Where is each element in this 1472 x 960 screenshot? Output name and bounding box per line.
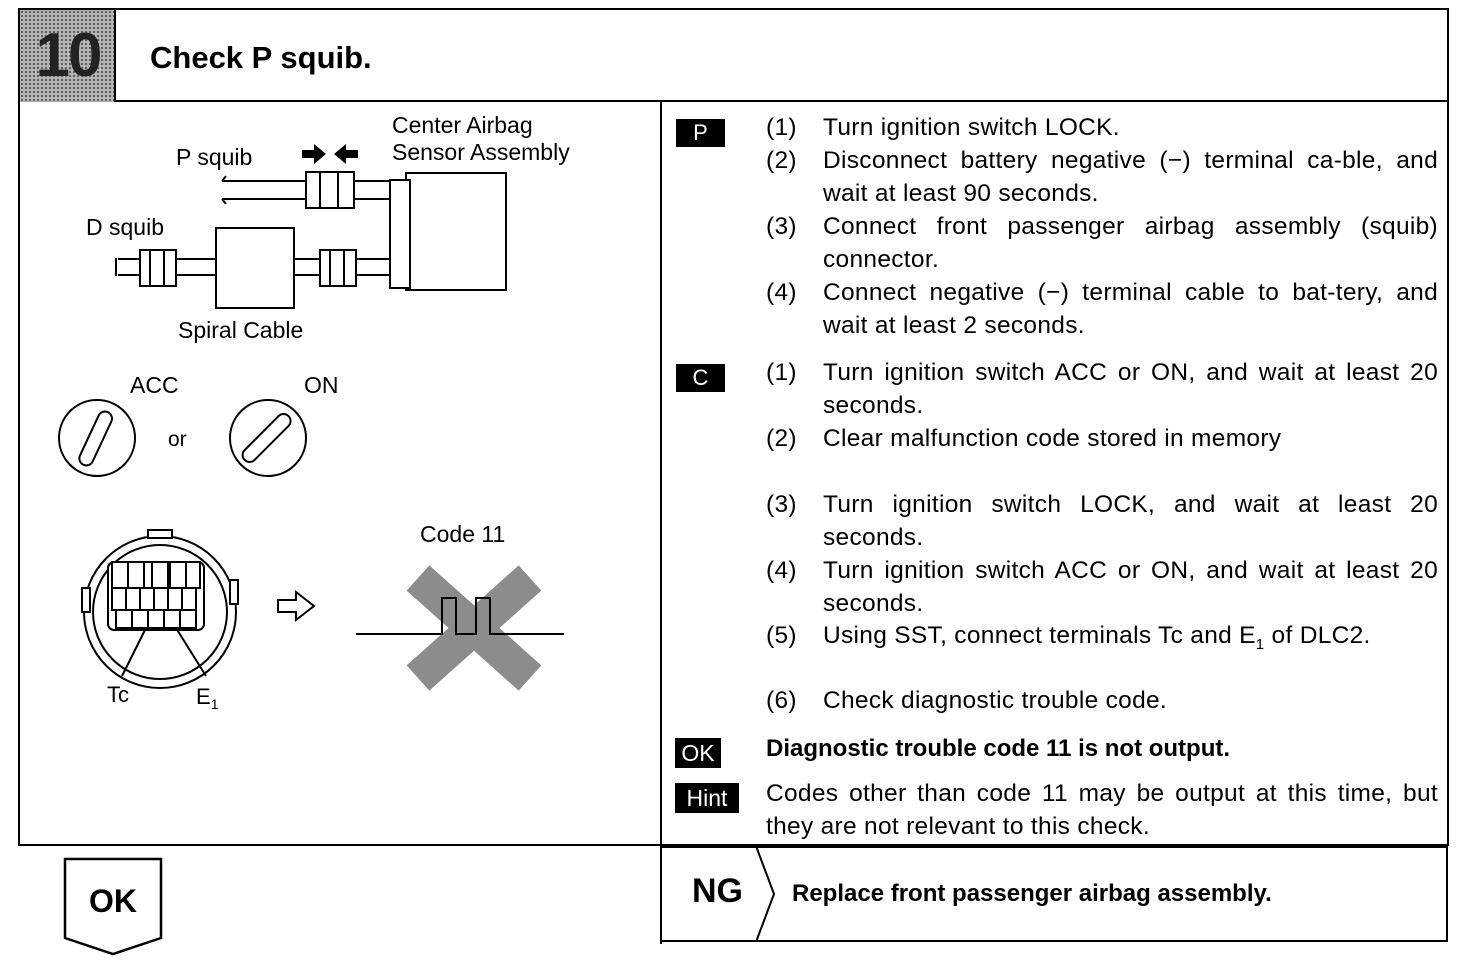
step-header: 10 Check P squib. xyxy=(18,8,1449,102)
d-squib-label: D squib xyxy=(86,214,164,240)
main-panel xyxy=(18,100,1449,846)
p-step-4: (4) Connect negative (−) terminal cable … xyxy=(766,276,1438,342)
c-badge: C xyxy=(676,364,725,392)
ok-label: OK xyxy=(89,883,137,919)
step-num: (3) xyxy=(766,213,797,240)
acc-label: ACC xyxy=(130,372,179,398)
step-num: (4) xyxy=(766,279,797,306)
page-title: Check P squib. xyxy=(150,40,372,75)
c-step-2: (2) Clear malfunction code stored in mem… xyxy=(766,422,1438,455)
wiring-diagram: Center Airbag Sensor Assembly P squib D … xyxy=(58,112,570,712)
step-text: Turn ignition switch ACC or ON, and wait… xyxy=(823,557,1438,617)
step-number: 10 xyxy=(35,21,103,90)
tc-label: Tc xyxy=(107,682,129,707)
ng-label: NG xyxy=(692,872,743,910)
spiral-cable-label: Spiral Cable xyxy=(178,317,303,343)
p-badge: P xyxy=(676,119,725,147)
step-text: Connect negative (−) terminal cable to b… xyxy=(823,279,1438,339)
crossed-out-waveform-icon xyxy=(356,565,564,691)
step-num: (3) xyxy=(766,491,797,518)
ng-chevron xyxy=(755,846,776,942)
ok-badge: OK xyxy=(675,738,721,768)
ng-box xyxy=(660,846,1448,942)
step-text: Disconnect battery negative (−) terminal… xyxy=(823,147,1438,207)
step-num: (1) xyxy=(766,114,797,141)
e1-label: E1 xyxy=(196,684,219,712)
step-num: (1) xyxy=(766,359,797,386)
step-num: (2) xyxy=(766,147,797,174)
hint-text: Codes other than code 11 may be output a… xyxy=(766,780,1438,840)
code-label: Code 11 xyxy=(420,521,505,547)
step-num: (6) xyxy=(766,687,797,714)
p-step-3: (3) Connect front passenger airbag assem… xyxy=(766,210,1438,276)
ok-arrow-box: OK xyxy=(63,857,163,956)
column-divider xyxy=(660,102,662,944)
c-step-6: (6) Check diagnostic trouble code. xyxy=(766,684,1438,717)
center-sensor-label-1: Center Airbag xyxy=(392,112,533,138)
arrow-right-icon xyxy=(277,589,316,623)
step-num: (2) xyxy=(766,425,797,452)
dlc2-connector-icon xyxy=(81,529,239,689)
c-step-3: (3) Turn ignition switch LOCK, and wait … xyxy=(766,488,1438,554)
step-text: Turn ignition switch LOCK, and wait at l… xyxy=(823,491,1438,551)
step-num: (5) xyxy=(766,622,797,649)
step-text: Using SST, connect terminals Tc and E1 o… xyxy=(823,622,1371,653)
step-text: Clear malfunction code stored in memory xyxy=(823,425,1282,452)
step-num: (4) xyxy=(766,557,797,584)
c-step-5: (5) Using SST, connect terminals Tc and … xyxy=(766,619,1438,661)
c-step-1: (1) Turn ignition switch ACC or ON, and … xyxy=(766,356,1438,422)
hint-badge: Hint xyxy=(675,783,739,813)
c-step-4: (4) Turn ignition switch ACC or ON, and … xyxy=(766,554,1438,620)
p-squib-label: P squib xyxy=(176,144,252,170)
step-text: Turn ignition switch LOCK. xyxy=(823,114,1120,141)
step-text: Connect front passenger airbag assembly … xyxy=(823,213,1438,273)
p-step-2: (2) Disconnect battery negative (−) term… xyxy=(766,144,1438,210)
step-text: Turn ignition switch ACC or ON, and wait… xyxy=(823,359,1438,419)
ok-result-text: Diagnostic trouble code 11 is not output… xyxy=(766,735,1231,762)
step-text: Check diagnostic trouble code. xyxy=(823,687,1168,714)
step-number-box xyxy=(20,10,116,102)
ng-action-text: Replace front passenger airbag assembly. xyxy=(792,880,1272,907)
on-label: ON xyxy=(304,372,339,398)
or-label: or xyxy=(168,428,187,451)
p-step-1: (1) Turn ignition switch LOCK. xyxy=(766,111,1438,144)
center-sensor-label-2: Sensor Assembly xyxy=(392,139,570,165)
